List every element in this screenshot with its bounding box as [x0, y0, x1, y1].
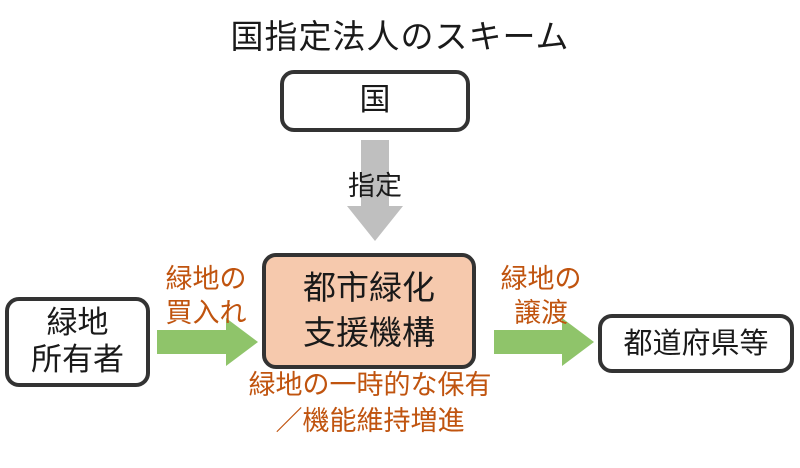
- designation-label: 指定: [348, 171, 402, 202]
- purchase-label: 緑地の 買入れ: [150, 263, 262, 331]
- node-support-organization: 都市緑化 支援機構: [262, 253, 476, 369]
- diagram-title: 国指定法人のスキーム: [230, 17, 570, 56]
- transfer-label-line-2: 譲渡: [514, 297, 568, 329]
- transfer-arrow: [494, 318, 594, 366]
- node-prefecture: 都道府県等: [598, 314, 794, 373]
- transfer-label-line-1: 緑地の: [500, 264, 582, 295]
- node-support-organization-line-2: 支援機構: [303, 313, 435, 352]
- node-country-label: 国: [359, 82, 391, 119]
- node-prefecture-label: 都道府県等: [623, 326, 769, 361]
- designation-arrow: [347, 140, 403, 241]
- node-country: 国: [280, 70, 470, 132]
- purchase-label-line-2: 買入れ: [165, 297, 247, 329]
- purchase-arrow: [157, 318, 258, 366]
- purchase-label-line-1: 緑地の: [165, 264, 247, 295]
- role-label: 緑地の一時的な保有 ／機能維持増進: [180, 368, 560, 441]
- node-land-owner: 緑地 所有者: [5, 297, 150, 387]
- role-label-line-2: ／機能維持増進: [275, 406, 465, 438]
- node-land-owner-line-2: 所有者: [31, 342, 124, 378]
- node-land-owner-line-1: 緑地: [46, 304, 109, 341]
- role-label-line-1: 緑地の一時的な保有: [248, 370, 492, 401]
- transfer-label: 緑地の 譲渡: [485, 263, 597, 331]
- node-support-organization-line-1: 都市緑化: [303, 268, 435, 308]
